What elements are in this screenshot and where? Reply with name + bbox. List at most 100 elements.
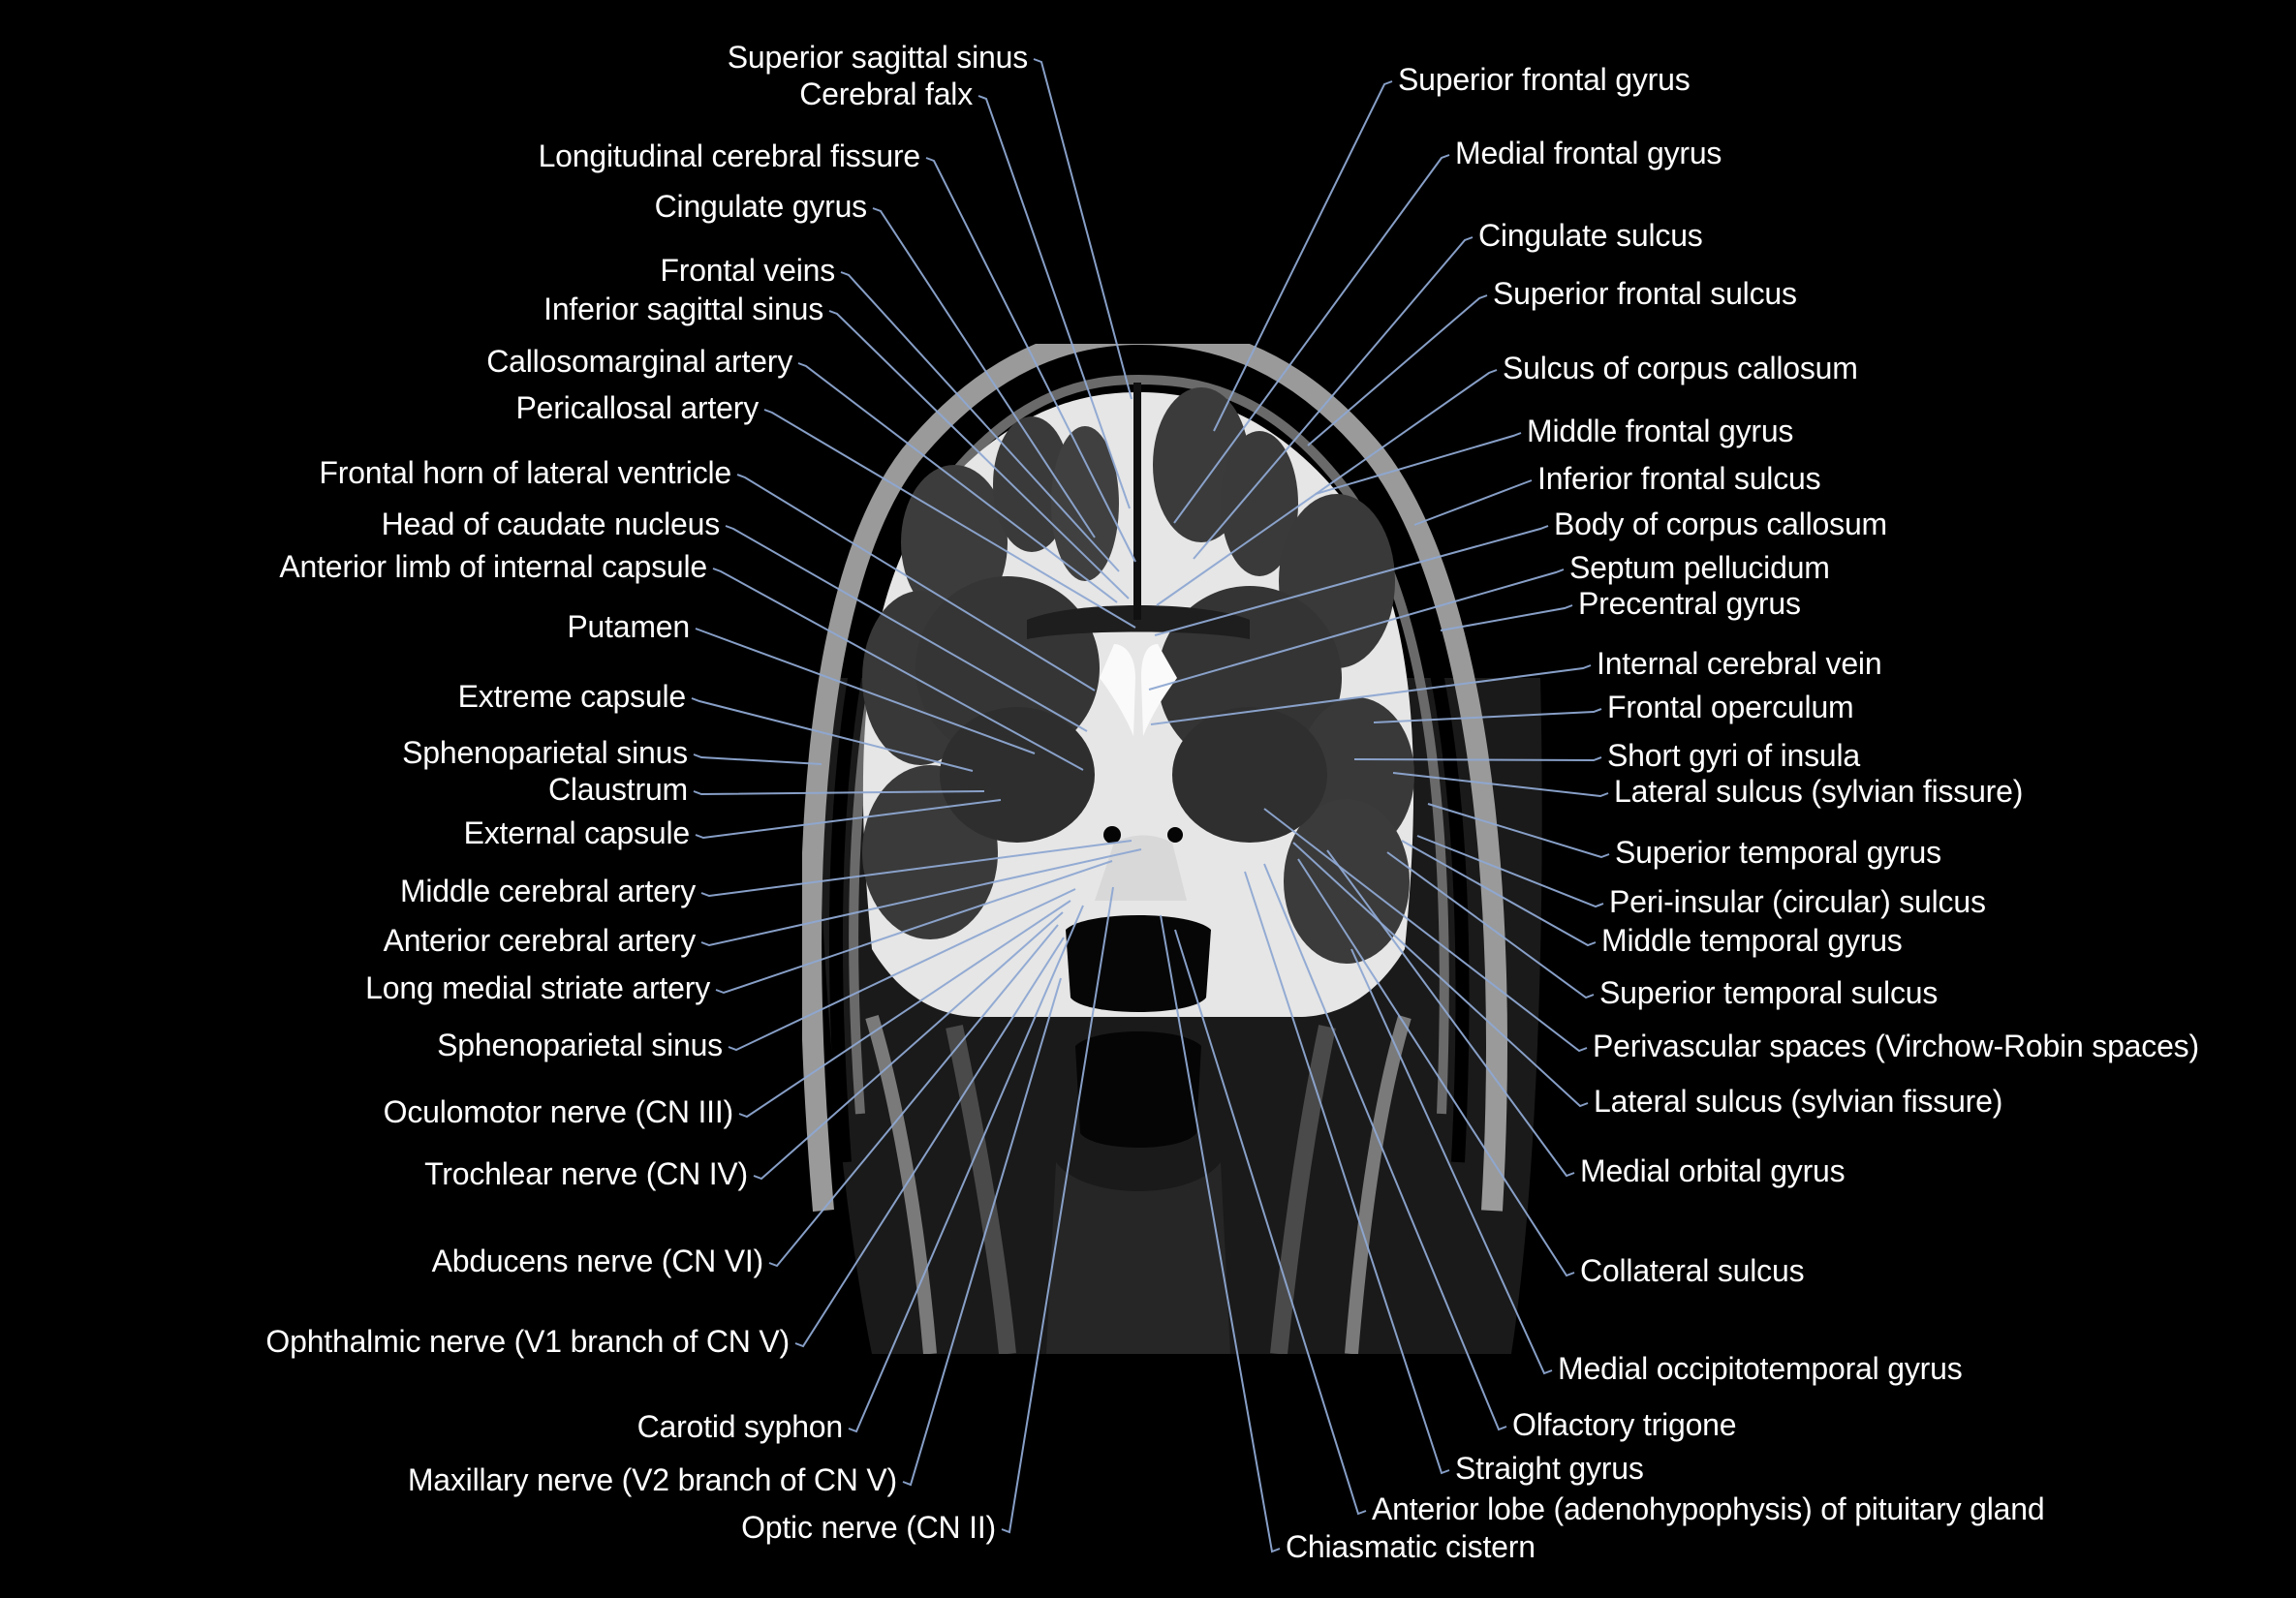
- label-body-of-corpus-callosum: Body of corpus callosum: [1554, 507, 1888, 541]
- label-sulcus-of-corpus-callosum: Sulcus of corpus callosum: [1503, 351, 1858, 385]
- leader-line: [695, 628, 1036, 754]
- leader-line: [1292, 842, 1589, 1108]
- label-claustrum: Claustrum: [547, 772, 688, 807]
- leader-line: [977, 95, 1131, 509]
- leader-line: [1373, 708, 1602, 723]
- label-medial-orbital-gyrus: Medial orbital gyrus: [1580, 1153, 1846, 1188]
- leader-line: [1386, 851, 1595, 999]
- label-middle-cerebral-artery: Middle cerebral artery: [399, 874, 696, 908]
- label-frontal-horn-of-lateral-ventricle: Frontal horn of lateral ventricle: [319, 455, 731, 490]
- label-frontal-veins: Frontal veins: [660, 253, 835, 288]
- leader-line: [840, 271, 1120, 572]
- leader-line: [925, 157, 1136, 563]
- label-superior-frontal-sulcus: Superior frontal sulcus: [1493, 276, 1797, 311]
- leader-line: [1148, 569, 1565, 691]
- label-long-medial-striate-artery: Long medial striate artery: [365, 970, 710, 1005]
- label-cerebral-falx: Cerebral falx: [799, 77, 973, 111]
- label-medial-occipitotemporal-gyrus: Medial occipitotemporal gyrus: [1558, 1351, 1963, 1386]
- label-optic-nerve-cn-ii: Optic nerve (CN II): [741, 1510, 996, 1545]
- label-straight-gyrus: Straight gyrus: [1455, 1451, 1644, 1486]
- label-lateral-sulcus-sylvian-fissure: Lateral sulcus (sylvian fissure): [1594, 1084, 2003, 1119]
- label-septum-pellucidum: Septum pellucidum: [1569, 550, 1830, 585]
- leader-line: [1392, 772, 1609, 798]
- leader-line: [700, 840, 1132, 898]
- leader-line: [848, 905, 1084, 1433]
- label-trochlear-nerve-cn-iv: Trochlear nerve (CN IV): [424, 1156, 748, 1191]
- leader-line: [1413, 479, 1533, 526]
- leader-line: [1193, 236, 1474, 560]
- leader-line: [1174, 929, 1367, 1516]
- label-lateral-sulcus-sylvian-fissure: Lateral sulcus (sylvian fissure): [1614, 774, 2024, 809]
- leader-line: [1173, 154, 1450, 524]
- leader-line: [1440, 604, 1573, 631]
- leader-line: [872, 207, 1096, 538]
- leader-line: [794, 937, 1065, 1348]
- label-abducens-nerve-cn-vi: Abducens nerve (CN VI): [431, 1244, 764, 1278]
- leader-line: [1263, 808, 1588, 1053]
- leader-line: [1154, 525, 1549, 636]
- leader-line: [1350, 948, 1553, 1375]
- leader-line: [738, 900, 1071, 1119]
- leader-line: [1315, 432, 1522, 495]
- label-internal-cerebral-vein: Internal cerebral vein: [1597, 646, 1882, 681]
- leader-line: [1263, 863, 1507, 1431]
- label-sphenoparietal-sinus: Sphenoparietal sinus: [437, 1028, 723, 1062]
- leader-line: [725, 525, 1088, 732]
- label-head-of-caudate-nucleus: Head of caudate nucleus: [381, 507, 721, 541]
- label-short-gyri-of-insula: Short gyri of insula: [1607, 738, 1861, 773]
- leader-line: [736, 474, 1096, 691]
- label-anterior-lobe-adenohypophysis-of-pituitary-gland: Anterior lobe (adenohypophysis) of pitui…: [1372, 1491, 2045, 1526]
- label-superior-sagittal-sinus: Superior sagittal sinus: [727, 40, 1028, 75]
- label-superior-temporal-gyrus: Superior temporal gyrus: [1615, 835, 1941, 870]
- leader-line: [712, 568, 1084, 771]
- label-middle-temporal-gyrus: Middle temporal gyrus: [1601, 923, 1903, 958]
- leader-line: [1307, 294, 1488, 446]
- leader-line: [1401, 840, 1597, 947]
- leader-line: [1326, 849, 1575, 1178]
- label-maxillary-nerve-v2-branch-of-cn-v: Maxillary nerve (V2 branch of CN V): [407, 1462, 897, 1497]
- label-olfactory-trigone: Olfactory trigone: [1512, 1407, 1737, 1442]
- label-putamen: Putamen: [567, 609, 690, 644]
- label-ophthalmic-nerve-v1-branch-of-cn-v: Ophthalmic nerve (V1 branch of CN V): [265, 1324, 790, 1359]
- label-sphenoparietal-sinus: Sphenoparietal sinus: [402, 735, 688, 770]
- leader-line: [1427, 803, 1610, 859]
- label-superior-frontal-gyrus: Superior frontal gyrus: [1398, 62, 1691, 97]
- label-pericallosal-artery: Pericallosal artery: [515, 390, 759, 425]
- leader-line: [728, 888, 1076, 1052]
- leader-line: [700, 848, 1142, 947]
- leader-line: [1353, 756, 1602, 762]
- label-carotid-syphon: Carotid syphon: [636, 1409, 844, 1444]
- leader-line: [1001, 886, 1114, 1534]
- leader-line: [1150, 664, 1592, 725]
- label-inferior-sagittal-sinus: Inferior sagittal sinus: [543, 292, 823, 326]
- label-precentral-gyrus: Precentral gyrus: [1578, 586, 1801, 621]
- label-anterior-cerebral-artery: Anterior cerebral artery: [383, 923, 697, 958]
- label-callosomarginal-artery: Callosomarginal artery: [486, 344, 792, 379]
- label-perivascular-spaces-virchow-robin-spaces: Perivascular spaces (Virchow-Robin space…: [1593, 1029, 2199, 1063]
- leader-line: [768, 924, 1059, 1268]
- leader-line: [902, 977, 1062, 1487]
- leader-line: [691, 697, 974, 772]
- leader-line: [753, 911, 1064, 1181]
- label-middle-frontal-gyrus: Middle frontal gyrus: [1527, 414, 1794, 448]
- label-cingulate-gyrus: Cingulate gyrus: [654, 189, 868, 224]
- leader-line: [1156, 369, 1498, 606]
- label-superior-temporal-sulcus: Superior temporal sulcus: [1599, 975, 1939, 1010]
- leader-line: [1033, 58, 1132, 400]
- label-anterior-limb-of-internal-capsule: Anterior limb of internal capsule: [279, 549, 707, 584]
- leader-line: [797, 362, 1118, 603]
- label-peri-insular-circular-sulcus: Peri-insular (circular) sulcus: [1609, 884, 1986, 919]
- leader-lines: [691, 58, 1610, 1553]
- label-inferior-frontal-sulcus: Inferior frontal sulcus: [1537, 461, 1821, 496]
- leader-line: [695, 799, 1002, 840]
- label-extreme-capsule: Extreme capsule: [457, 679, 687, 714]
- leader-line: [1297, 858, 1575, 1277]
- label-oculomotor-nerve-cn-iii: Oculomotor nerve (CN III): [383, 1094, 734, 1129]
- leader-line: [693, 790, 985, 796]
- label-chiasmatic-cistern: Chiasmatic cistern: [1286, 1529, 1536, 1564]
- label-external-capsule: External capsule: [463, 815, 691, 850]
- leader-line: [1213, 80, 1393, 432]
- label-collateral-sulcus: Collateral sulcus: [1580, 1253, 1805, 1288]
